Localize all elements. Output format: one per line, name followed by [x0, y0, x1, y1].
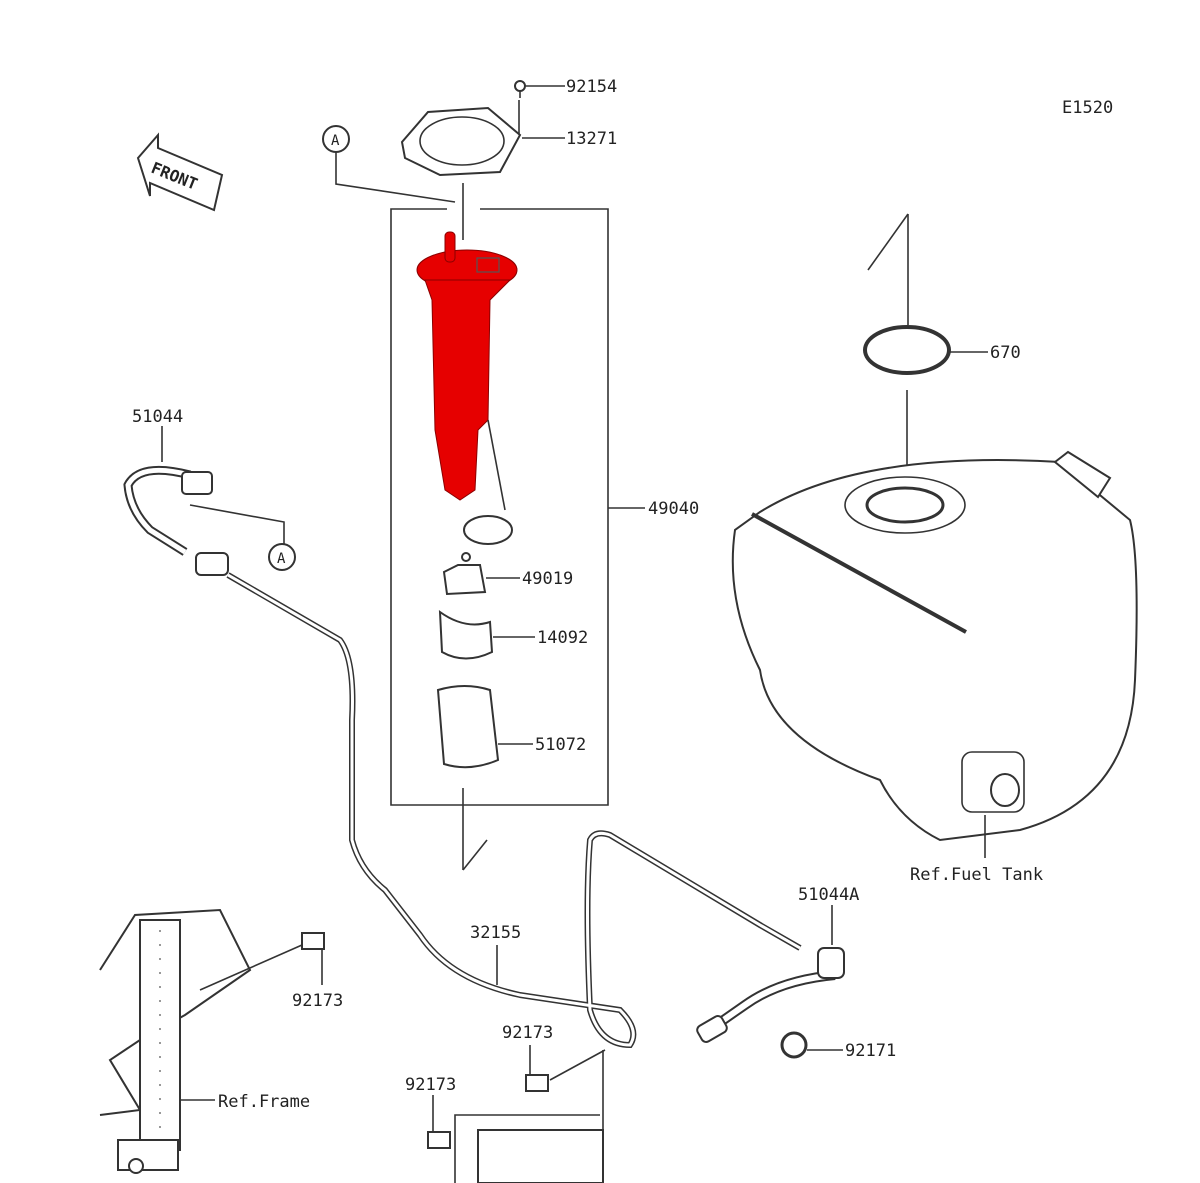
fuel-pump-49040[interactable]	[416, 231, 518, 501]
callout-49040: 49040	[648, 499, 699, 519]
fuel-tank	[731, 450, 1138, 842]
callout-92173-c: 92173	[405, 1075, 456, 1095]
callout-a-top: A	[331, 133, 340, 149]
clip-92173-a[interactable]	[301, 932, 325, 950]
callout-92173-b: 92173	[502, 1023, 553, 1043]
clip-92173-c[interactable]	[427, 1131, 451, 1149]
callout-14092: 14092	[537, 628, 588, 648]
callout-49019: 49019	[522, 569, 573, 589]
callout-92154: 92154	[566, 77, 617, 97]
ref-frame-label: Ref.Frame	[218, 1092, 310, 1112]
callout-51044: 51044	[132, 407, 183, 427]
filter-49019[interactable]	[442, 552, 487, 596]
reference-a-left	[268, 543, 296, 571]
callout-670: 670	[990, 343, 1021, 363]
hose-51044a[interactable]	[709, 970, 836, 1033]
callout-13271: 13271	[566, 129, 617, 149]
callout-92171: 92171	[845, 1041, 896, 1061]
callout-32155: 32155	[470, 923, 521, 943]
ref-fuel-tank-label: Ref.Fuel Tank	[910, 865, 1043, 885]
assembly-box-49040	[390, 208, 609, 806]
holder-14092[interactable]	[438, 609, 494, 660]
bolt-92154[interactable]	[514, 80, 526, 98]
clip-92173-b[interactable]	[525, 1074, 549, 1092]
o-ring-670[interactable]	[863, 325, 951, 375]
callout-51044a: 51044A	[798, 885, 859, 905]
callout-51072: 51072	[535, 735, 586, 755]
callout-a-left: A	[277, 551, 286, 567]
callout-92173-a: 92173	[292, 991, 343, 1011]
clamp-92171[interactable]	[780, 1031, 808, 1059]
cover-51072[interactable]	[436, 685, 500, 769]
frame	[99, 908, 252, 1174]
front-arrow-icon: FRONT	[136, 132, 224, 212]
diagram-code: E1520	[1062, 98, 1113, 118]
plate-13271[interactable]	[400, 106, 522, 177]
fuel-line-32155[interactable]	[226, 572, 802, 1049]
